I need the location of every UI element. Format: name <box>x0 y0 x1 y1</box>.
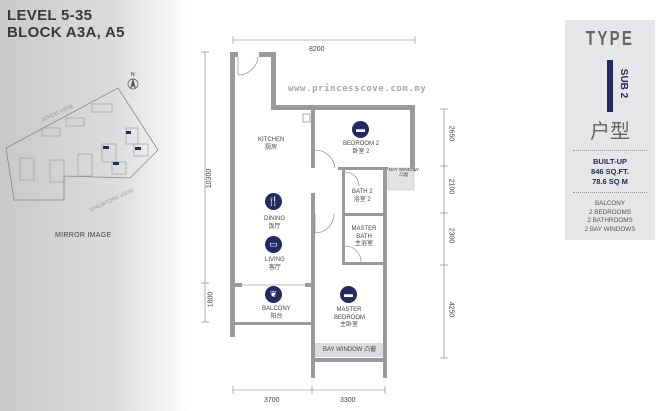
builtup-sqft: 846 SQ.FT. <box>591 167 629 176</box>
watermark: www.princesscove.com.my <box>288 84 427 94</box>
master-bedroom-en: MASTER BEDROOM <box>334 307 366 321</box>
dim-left-balcony: 1800 <box>207 291 215 308</box>
dimension-lines <box>201 36 448 394</box>
sofa-icon: ▭ <box>265 236 282 253</box>
bedroom2-en: BEDROOM 2 <box>343 141 380 147</box>
kitchen-cn: 厨房 <box>265 144 278 151</box>
dim-top: 8200 <box>309 46 325 53</box>
balcony-en: BALCONY <box>262 306 291 312</box>
divider <box>573 192 647 193</box>
plant-icon: ❦ <box>265 286 282 303</box>
dim-left-total: 10300 <box>206 168 214 189</box>
kitchen-en: KITCHEN <box>258 137 285 143</box>
site-plan-panel <box>0 0 190 411</box>
bay-window-area <box>315 343 383 357</box>
living-en: LIVING <box>265 257 285 263</box>
feature-item: BALCONY <box>594 200 626 207</box>
level-label: LEVEL 5-35 <box>7 7 93 24</box>
door-swings <box>237 56 362 263</box>
master-bath-cn: 主浴室 <box>354 241 373 247</box>
feature-item: 2 BEDROOMS <box>589 208 631 216</box>
bed-icon: ▬ <box>340 286 357 303</box>
bay-window-label: BAY WINDOW 凸窗 <box>323 347 377 353</box>
feature-list: BALCONY 2 BEDROOMS 2 BATHROOMS 2 BAY WIN… <box>565 200 655 234</box>
dining-en: DINING <box>264 216 285 222</box>
dim-right-3: 2300 <box>447 227 455 244</box>
bath2-en: BATH 2 <box>352 189 373 195</box>
walls <box>230 52 415 378</box>
north-label: N <box>131 72 135 78</box>
builtup-sqm: 78.6 SQ M <box>592 177 628 186</box>
divider <box>573 150 647 151</box>
dim-bottom-1: 3700 <box>264 397 280 404</box>
feature-item: 2 BATHROOMS <box>587 217 633 224</box>
bath2-cn: 浴室 2 <box>353 196 371 203</box>
dim-right-4: 4250 <box>447 301 455 318</box>
bay-window-small-area <box>387 167 415 191</box>
page-title: LEVEL 5-35 BLOCK A3A, A5 <box>7 7 125 41</box>
bed-icon: ▬ <box>352 121 369 138</box>
north-arrow-icon <box>127 78 139 90</box>
mirror-image-note: MIRROR IMAGE <box>55 232 112 239</box>
balcony-cn: 阳台 <box>270 313 283 320</box>
bay-window-small-en: BAY WINDOW <box>389 167 419 172</box>
feature-item: 2 BAY WINDOWS <box>584 225 636 233</box>
dim-right-2: 2100 <box>447 178 455 195</box>
unit-type-box: TYPE SUB 2 户型 BUILT-UP 846 SQ.FT. 78.6 S… <box>565 20 655 240</box>
site-plan-map: N JOHOR VIEW SINGAPORE VIEW <box>5 72 159 214</box>
unit-highlights <box>103 131 141 165</box>
type-code-bar <box>607 60 613 112</box>
master-bedroom-cn: 主卧室 <box>339 322 358 328</box>
type-label: TYPE <box>585 28 635 50</box>
dim-bottom-2: 3300 <box>340 397 356 404</box>
dining-icon: 🍴 <box>265 193 282 210</box>
living-cn: 客厅 <box>268 264 281 271</box>
bedroom2-cn: 卧室 2 <box>352 148 370 155</box>
sub-label: SUB 2 <box>618 68 630 99</box>
duct-icon <box>302 113 311 123</box>
dim-right-1: 2650 <box>447 125 455 142</box>
builtup-spec: BUILT-UP 846 SQ.FT. 78.6 SQ M <box>565 157 655 187</box>
master-bath-en: MASTER BATH <box>351 226 377 240</box>
builtup-label: BUILT-UP <box>592 157 628 166</box>
bay-window-small-cn: 凸窗 <box>399 172 409 177</box>
block-label: BLOCK A3A, A5 <box>7 24 125 41</box>
dining-cn: 饭厅 <box>268 223 281 230</box>
type-cn-label: 户型 <box>590 121 630 143</box>
